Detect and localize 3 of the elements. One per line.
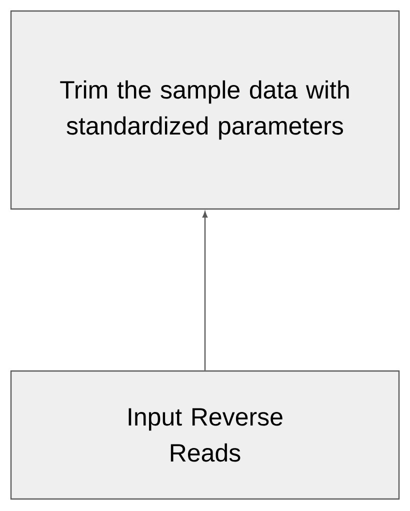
process-box: Input Reverse Reads: [10, 370, 400, 500]
process-box: Trim the sample data with standardized parameters: [10, 10, 400, 210]
arrow: [202, 211, 208, 370]
